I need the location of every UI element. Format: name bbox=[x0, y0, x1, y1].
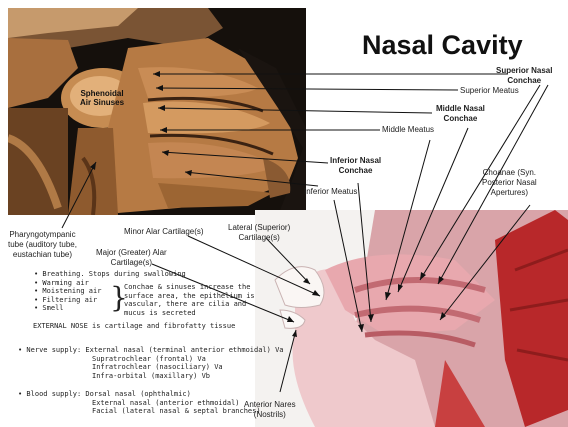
blood-supply-item: Facial (lateral nasal & septal branches) bbox=[18, 407, 261, 416]
label-lateral-superior-cartilage: Lateral (Superior) Cartilage(s) bbox=[228, 223, 290, 243]
blood-supply-item: External nasal (anterior ethmoidal) bbox=[18, 399, 261, 408]
nerve-supply-list: • Nerve supply: External nasal (terminal… bbox=[18, 346, 284, 380]
note-line: vascular, there are cilia and bbox=[124, 300, 255, 309]
note-line: mucus is secreted bbox=[124, 309, 255, 318]
label-choanae: Choanae (Syn. Posterior Nasal Apertures) bbox=[482, 168, 537, 198]
nerve-supply-item: Infra-orbital (maxillary) Vb bbox=[18, 372, 284, 381]
note-line: surface area, the epithelium is bbox=[124, 292, 255, 301]
label-middle-nasal-conchae: Middle Nasal Conchae bbox=[436, 104, 485, 124]
nerve-supply-item: Supratrochlear (frontal) Va bbox=[18, 355, 284, 364]
label-inferior-meatus: Inferior Meatus bbox=[304, 187, 357, 197]
label-middle-meatus: Middle Meatus bbox=[382, 125, 434, 135]
blood-supply-item: • Blood supply: Dorsal nasal (ophthalmic… bbox=[18, 390, 261, 399]
label-pharyngotympanic-tube: Pharyngotympanic tube (auditory tube, eu… bbox=[8, 230, 77, 260]
label-superior-meatus: Superior Meatus bbox=[460, 86, 519, 96]
label-major-alar-cartilage: Major (Greater) Alar Cartilage(s) bbox=[96, 248, 167, 268]
external-nose-note: EXTERNAL NOSE is cartilage and fibrofatt… bbox=[33, 322, 235, 330]
blood-supply-list: • Blood supply: Dorsal nasal (ophthalmic… bbox=[18, 390, 261, 416]
nerve-supply-item: Infratrochlear (nasociliary) Va bbox=[18, 363, 284, 372]
label-superior-nasal-conchae-text: Superior Nasal Conchae bbox=[496, 66, 552, 85]
note-line: Conchae & sinuses increase the bbox=[124, 283, 255, 292]
label-inferior-nasal-conchae: Inferior Nasal Conchae bbox=[330, 156, 381, 176]
function-item: • Breathing. Stops during swallowing bbox=[34, 270, 186, 279]
surface-area-note: Conchae & sinuses increase the surface a… bbox=[124, 283, 255, 317]
page-title: Nasal Cavity bbox=[362, 30, 523, 61]
label-minor-alar-cartilage: Minor Alar Cartilage(s) bbox=[124, 227, 204, 237]
nerve-supply-item: • Nerve supply: External nasal (terminal… bbox=[18, 346, 284, 355]
label-superior-nasal-conchae: Superior Nasal Conchae bbox=[496, 66, 552, 86]
